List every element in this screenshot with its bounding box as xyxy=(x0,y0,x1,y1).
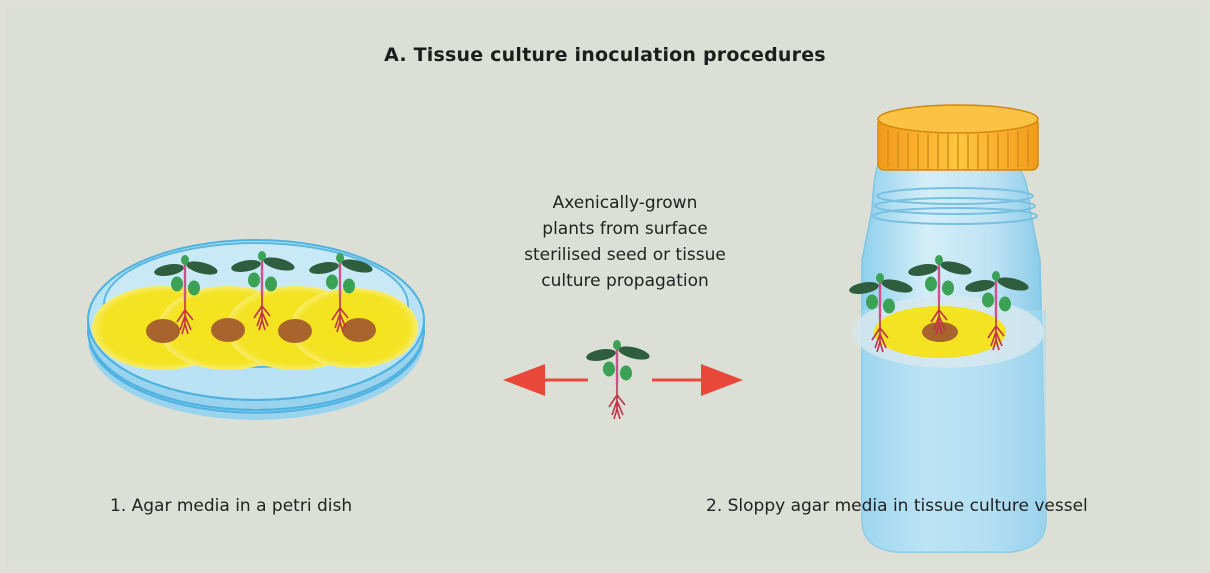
petri-dish-icon xyxy=(88,240,424,420)
center-label-line: culture propagation xyxy=(500,268,750,294)
arrow-right-icon xyxy=(652,364,743,396)
arrow-left-icon xyxy=(503,364,588,396)
caption-petri-dish: 1. Agar media in a petri dish xyxy=(110,496,352,516)
center-label-line: sterilised seed or tissue xyxy=(500,242,750,268)
vessel-lid xyxy=(878,105,1038,170)
center-label-line: plants from surface xyxy=(500,216,750,242)
center-label-line: Axenically-grown xyxy=(500,190,750,216)
plantlet-icon xyxy=(585,340,651,419)
center-description: Axenically-grown plants from surface ste… xyxy=(500,190,750,294)
caption-culture-vessel: 2. Sloppy agar media in tissue culture v… xyxy=(706,496,1088,516)
culture-vessel-icon xyxy=(848,105,1046,552)
